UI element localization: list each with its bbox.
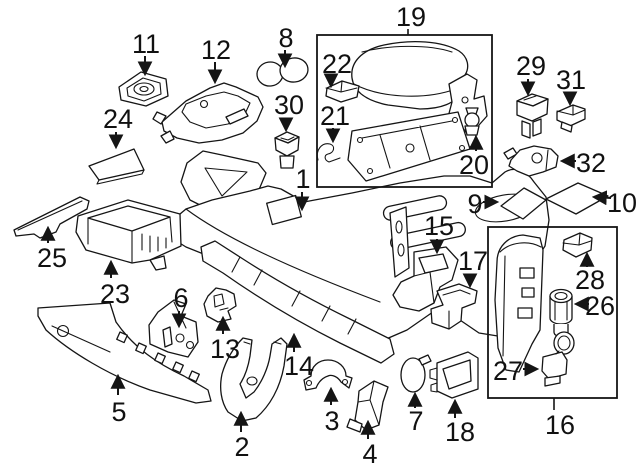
part-23-storage-bin-shape [75,199,182,271]
part-7-oval-pad-shape [400,354,432,393]
callout-label-1[interactable]: 1 [295,164,310,194]
part-32-bracket-shape [503,145,559,177]
part-21-harness-and-tray-shape [316,111,471,182]
callout-label-28[interactable]: 28 [575,265,605,295]
callout-label-26[interactable]: 26 [585,291,615,321]
part-14-rail-shape [200,206,410,364]
callout-label-12[interactable]: 12 [201,35,231,65]
callout-label-11[interactable]: 11 [132,29,160,59]
callout-label-22[interactable]: 22 [322,49,352,79]
group-box-19 [316,34,493,188]
callout-label-21[interactable]: 21 [320,101,350,131]
callout-label-13[interactable]: 13 [210,334,240,364]
part-9-pad-shape [500,187,547,220]
part-25-trim-strip-shape [13,196,90,239]
part-8-cupholder-mat-shape [256,57,309,87]
callout-label-27[interactable]: 27 [493,356,523,386]
callout-label-2[interactable]: 2 [234,432,249,462]
part-10-pad-shape [545,182,609,215]
callout-label-14[interactable]: 14 [284,351,314,381]
callout-label-9[interactable]: 9 [467,189,482,219]
callout-label-18[interactable]: 18 [445,417,475,447]
part-2-curved-support-shape [220,337,288,422]
part-28-switch-shape [562,232,593,258]
callout-label-4[interactable]: 4 [362,439,377,469]
callout-label-29[interactable]: 29 [516,51,546,81]
callout-label-15[interactable]: 15 [424,211,454,241]
part-12-trim-shape [152,82,264,144]
group-box-16 [487,226,618,399]
part-3-clamp-shape [303,359,353,391]
callout-label-19[interactable]: 19 [396,2,426,32]
part-31-clip-shape [556,104,586,133]
part-30-switch-shape [274,131,300,169]
part-20-bumper-shape [464,107,480,136]
callout-label-23[interactable]: 23 [100,279,130,309]
callout-label-16[interactable]: 16 [545,410,575,440]
callout-label-20[interactable]: 20 [459,150,489,180]
part-16-rear-panel-shape [494,234,544,373]
callout-label-7[interactable]: 7 [408,406,423,436]
part-17-bracket-shape [430,283,478,330]
callout-arrow-10 [591,190,612,206]
part-6-bracket-shape [148,299,199,358]
callout-label-5[interactable]: 5 [111,397,126,427]
callout-label-10[interactable]: 10 [607,188,637,218]
callout-label-30[interactable]: 30 [274,90,304,120]
callout-label-3[interactable]: 3 [324,406,339,436]
part-29-switch-shape [516,93,549,139]
part-27-power-outlet-shape [541,331,575,387]
part-5-side-panel-shape [37,302,212,404]
part-15-duct-shape [392,246,459,312]
callout-label-24[interactable]: 24 [103,104,133,134]
callout-label-8[interactable]: 8 [278,23,293,53]
callout-label-32[interactable]: 32 [576,148,606,178]
callout-label-6[interactable]: 6 [173,283,188,313]
part-13-clip-shape [203,287,237,323]
part-4-wedge-shape [346,380,389,433]
callout-label-17[interactable]: 17 [458,246,488,276]
part-11-cupholder-insert-shape [118,71,169,107]
callout-label-31[interactable]: 31 [556,65,586,95]
part-18-bracket-shape [429,351,479,399]
callout-label-25[interactable]: 25 [37,243,67,273]
part-24-mat-shape [88,148,145,185]
part-26-outlet-socket-shape [549,288,573,338]
